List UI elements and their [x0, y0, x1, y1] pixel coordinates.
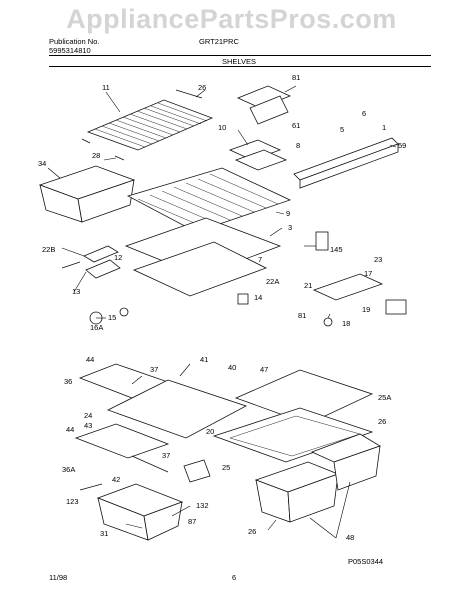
callout-label: 87 — [188, 517, 196, 526]
callout-label: 20 — [206, 427, 214, 436]
figure-code: P05S0344 — [348, 557, 384, 566]
crisper-drawers — [254, 433, 381, 523]
callout-label: 22B — [42, 245, 55, 254]
leader-lines — [47, 85, 397, 539]
callout-label: 7 — [258, 255, 262, 264]
callout-label: 34 — [38, 159, 46, 168]
callout-label: 36A — [62, 465, 75, 474]
page-number: 6 — [232, 573, 237, 582]
callout-label: 41 — [200, 355, 208, 364]
callout-label: 25 — [222, 463, 230, 472]
callout-label: 26 — [248, 527, 256, 536]
callout-label: 37 — [150, 365, 158, 374]
callout-label: 26 — [378, 417, 386, 426]
callout-label: 9 — [286, 209, 290, 218]
callout-label: 47 — [260, 365, 268, 374]
callout-label: 15 — [108, 313, 116, 322]
callout-label: 10 — [218, 123, 226, 132]
egg-holder — [61, 245, 121, 279]
meat-pan — [79, 483, 184, 541]
callout-label: 13 — [72, 287, 80, 296]
callout-label: 18 — [342, 319, 350, 328]
callout-label: 145 — [330, 245, 343, 254]
shelf-supports — [228, 139, 288, 171]
sliding-shelf — [124, 217, 282, 297]
callout-label: 61 — [292, 121, 300, 130]
callout-label: 123 — [66, 497, 79, 506]
callout-label: 22A — [266, 277, 279, 286]
callout-label: 31 — [100, 529, 108, 538]
wire-shelf — [81, 89, 214, 161]
callout-label: 48 — [346, 533, 354, 542]
callout-label: 21 — [304, 281, 312, 290]
callout-label: 42 — [112, 475, 120, 484]
callout-label: 1 — [382, 123, 386, 132]
glass-shelf — [106, 379, 248, 439]
shelf-43 — [74, 423, 170, 473]
callout-label: 81 — [292, 73, 300, 82]
callout-label: 28 — [92, 151, 100, 160]
callout-label: 19 — [362, 305, 370, 314]
callout-label: 40 — [228, 363, 236, 372]
callout-label: 81 — [298, 311, 306, 320]
publication-number: 5995314810 — [49, 46, 91, 55]
callout-label: 17 — [364, 269, 372, 278]
callout-label: 44 — [66, 425, 74, 434]
watermark: AppliancePartsPros.com — [66, 4, 397, 34]
header-rule-bottom — [49, 66, 431, 67]
callout-label: 132 — [196, 501, 209, 510]
section-title: SHELVES — [222, 57, 257, 66]
callouts: 11 26 81 61 6 5 1 10 59 8 28 34 9 3 22B … — [38, 73, 406, 542]
callout-label: 6 — [362, 109, 366, 118]
glass-shelf-frame — [126, 167, 292, 233]
callout-label: 12 — [114, 253, 122, 262]
callout-label: 24 — [84, 411, 92, 420]
publication-label: Publication No. — [49, 37, 100, 46]
callout-label: 44 — [86, 355, 94, 364]
callout-label: 25A — [378, 393, 391, 402]
callout-label: 14 — [254, 293, 262, 302]
clip-132 — [183, 459, 211, 483]
callout-label: 8 — [296, 141, 300, 150]
callout-label: 16A — [90, 323, 103, 332]
callout-label: 11 — [102, 83, 110, 92]
callout-label: 59 — [398, 141, 406, 150]
crisper-pan — [38, 165, 136, 223]
callout-label: 5 — [340, 125, 344, 134]
callout-label: 36 — [64, 377, 72, 386]
publication-info: Publication No. 5995314810 — [49, 37, 99, 55]
callout-label: 3 — [288, 223, 292, 232]
model-number: GRT21PRC — [199, 37, 239, 46]
footer-date: 11/98 — [49, 573, 68, 582]
control-housing — [312, 231, 407, 327]
callout-label: 26 — [198, 83, 206, 92]
header-rule-top — [49, 55, 431, 56]
callout-label: 23 — [374, 255, 382, 264]
callout-label: 37 — [162, 451, 170, 460]
shelf-rail — [293, 137, 399, 189]
callout-label: 43 — [84, 421, 92, 430]
bracket-assembly — [236, 85, 292, 125]
